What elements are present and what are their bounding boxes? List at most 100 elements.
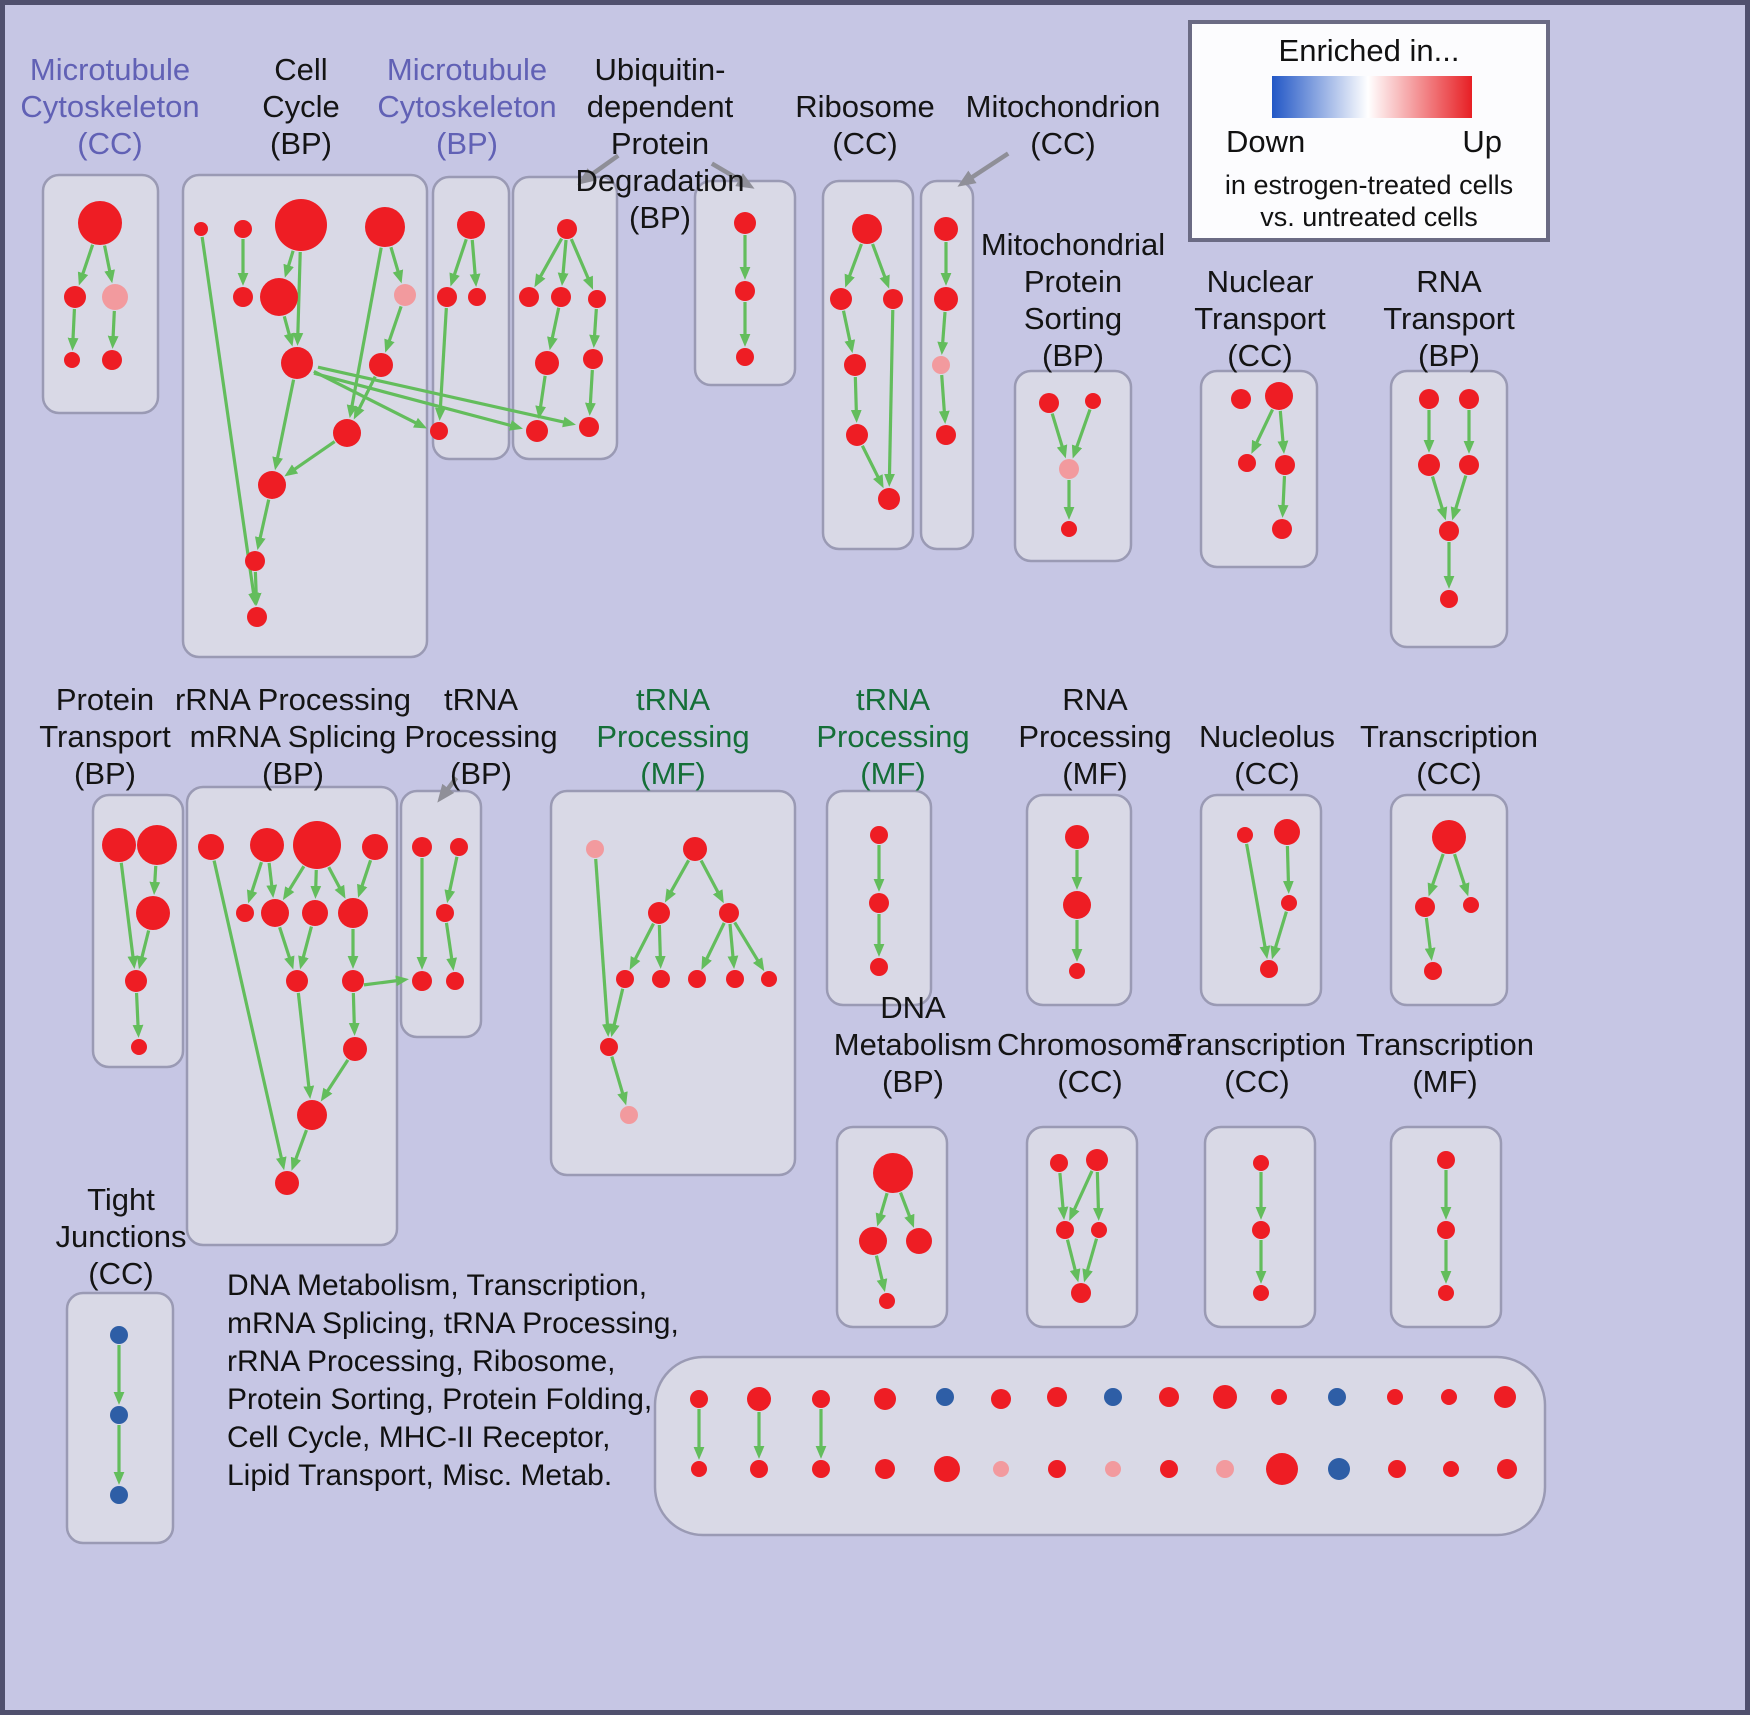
legend-down-label: Down: [1226, 124, 1306, 159]
edge-arrow: [353, 375, 377, 420]
go-term-node-red: [519, 287, 539, 307]
go-term-node-red: [1432, 820, 1466, 854]
edge-arrow: [1057, 1172, 1069, 1220]
cluster-chromosome-cc: [1025, 1125, 1139, 1329]
edge-arrow: [246, 861, 263, 904]
note-line: Lipid Transport, Misc. Metab.: [227, 1459, 613, 1492]
go-term-node-red: [934, 217, 958, 241]
edge-arrow: [1270, 911, 1288, 960]
go-term-node-red: [78, 201, 122, 245]
cluster-label-ribosome: Ribosome(CC): [795, 89, 935, 161]
go-term-node-red: [1459, 389, 1479, 409]
go-term-node-red: [873, 1153, 913, 1193]
go-term-node-red: [1463, 897, 1479, 913]
go-term-node-red: [875, 1459, 895, 1479]
edge-arrow: [899, 1192, 915, 1228]
go-term-node-red: [1443, 1461, 1459, 1477]
go-term-node-pink: [102, 284, 128, 310]
go-term-node-red: [436, 904, 454, 922]
edge-arrow: [585, 369, 596, 416]
cluster-transcription-cc-1: [1389, 793, 1509, 1007]
edge-arrow: [609, 988, 625, 1038]
edge-arrow: [871, 243, 890, 289]
cluster-cell-cycle-bp: [181, 173, 429, 659]
edge-arrow: [298, 926, 313, 970]
go-term-node-red: [991, 1389, 1011, 1409]
cluster-label-transcription-cc-1: Transcription(CC): [1360, 719, 1538, 791]
edge-arrow: [1065, 1239, 1081, 1283]
go-term-node-pink: [1059, 459, 1079, 479]
go-term-node-red: [934, 1456, 960, 1482]
go-term-node-pink: [1105, 1461, 1121, 1477]
cluster-rrna-processing-mrna-splicing-bp: [185, 785, 399, 1247]
go-term-node-red: [281, 347, 313, 379]
edge-arrow: [1453, 853, 1470, 897]
edge-arrow: [534, 237, 564, 288]
edge-arrow: [1245, 843, 1271, 960]
edge-arrow: [149, 865, 161, 895]
go-term-node-red: [600, 1038, 618, 1056]
go-term-node-red: [812, 1460, 830, 1478]
edge-arrow: [535, 375, 547, 420]
edge-arrow: [357, 859, 373, 898]
note-line: rRNA Processing, Ribosome,: [227, 1345, 616, 1378]
note-line: Protein Sorting, Protein Folding,: [227, 1383, 653, 1416]
go-term-node-red: [457, 211, 485, 239]
cluster-box-rna-transport-bp: [1389, 369, 1509, 649]
edge-arrow: [664, 859, 691, 903]
go-term-node-red: [1415, 897, 1435, 917]
cluster-label-transcription-cc-2: Transcription(CC): [1168, 1027, 1346, 1099]
go-term-node-red: [275, 1171, 299, 1195]
go-term-node-blue: [1328, 1388, 1346, 1406]
go-term-node-red: [137, 825, 177, 865]
go-term-node-red: [535, 351, 559, 375]
edge-arrow: [1430, 476, 1448, 521]
go-term-node-red: [468, 288, 486, 306]
go-term-node-red: [736, 348, 754, 366]
cluster-dna-metabolism-bp: [835, 1125, 949, 1329]
go-term-node-red: [437, 287, 457, 307]
edge-arrow: [699, 859, 724, 904]
edge-arrow: [212, 860, 287, 1171]
edge-arrow: [844, 243, 863, 288]
edge-arrow: [327, 866, 346, 899]
cluster-label-chromosome: Chromosome(CC): [997, 1027, 1183, 1099]
legend-scale-labels: Down Up: [1192, 124, 1546, 160]
go-term-node-red: [734, 212, 756, 234]
edge-arrow: [1092, 1171, 1104, 1221]
go-term-node-red: [1252, 1221, 1270, 1239]
legend-title: Enriched in...: [1278, 33, 1460, 68]
go-term-node-red: [293, 821, 341, 869]
go-term-node-red: [1272, 519, 1292, 539]
go-term-node-red: [198, 834, 224, 860]
label-pointer-arrow: [957, 151, 1010, 187]
go-term-node-pink: [586, 840, 604, 858]
edge-arrow: [313, 370, 428, 429]
edge-arrow: [1069, 1170, 1094, 1221]
edge-arrow: [434, 307, 448, 421]
go-term-node-red: [102, 350, 122, 370]
go-term-node-red: [1387, 1389, 1403, 1405]
go-term-node-red: [362, 834, 388, 860]
go-term-node-red: [583, 349, 603, 369]
edge-arrow: [77, 244, 95, 286]
go-term-node-red: [1281, 895, 1297, 911]
edge-arrow: [310, 869, 322, 899]
go-term-node-red: [812, 1390, 830, 1408]
go-term-node-red: [1238, 454, 1256, 472]
go-term-node-red: [648, 902, 670, 924]
edge-arrow: [1427, 853, 1445, 897]
go-term-node-red: [726, 970, 744, 988]
go-term-node-red: [365, 207, 405, 247]
edge-arrow: [1082, 1238, 1099, 1283]
edge-arrow: [320, 1059, 350, 1102]
edge-arrow: [1424, 917, 1436, 961]
edge-arrow: [103, 245, 115, 284]
go-term-node-red: [852, 214, 882, 244]
go-term-node-red: [1237, 827, 1253, 843]
